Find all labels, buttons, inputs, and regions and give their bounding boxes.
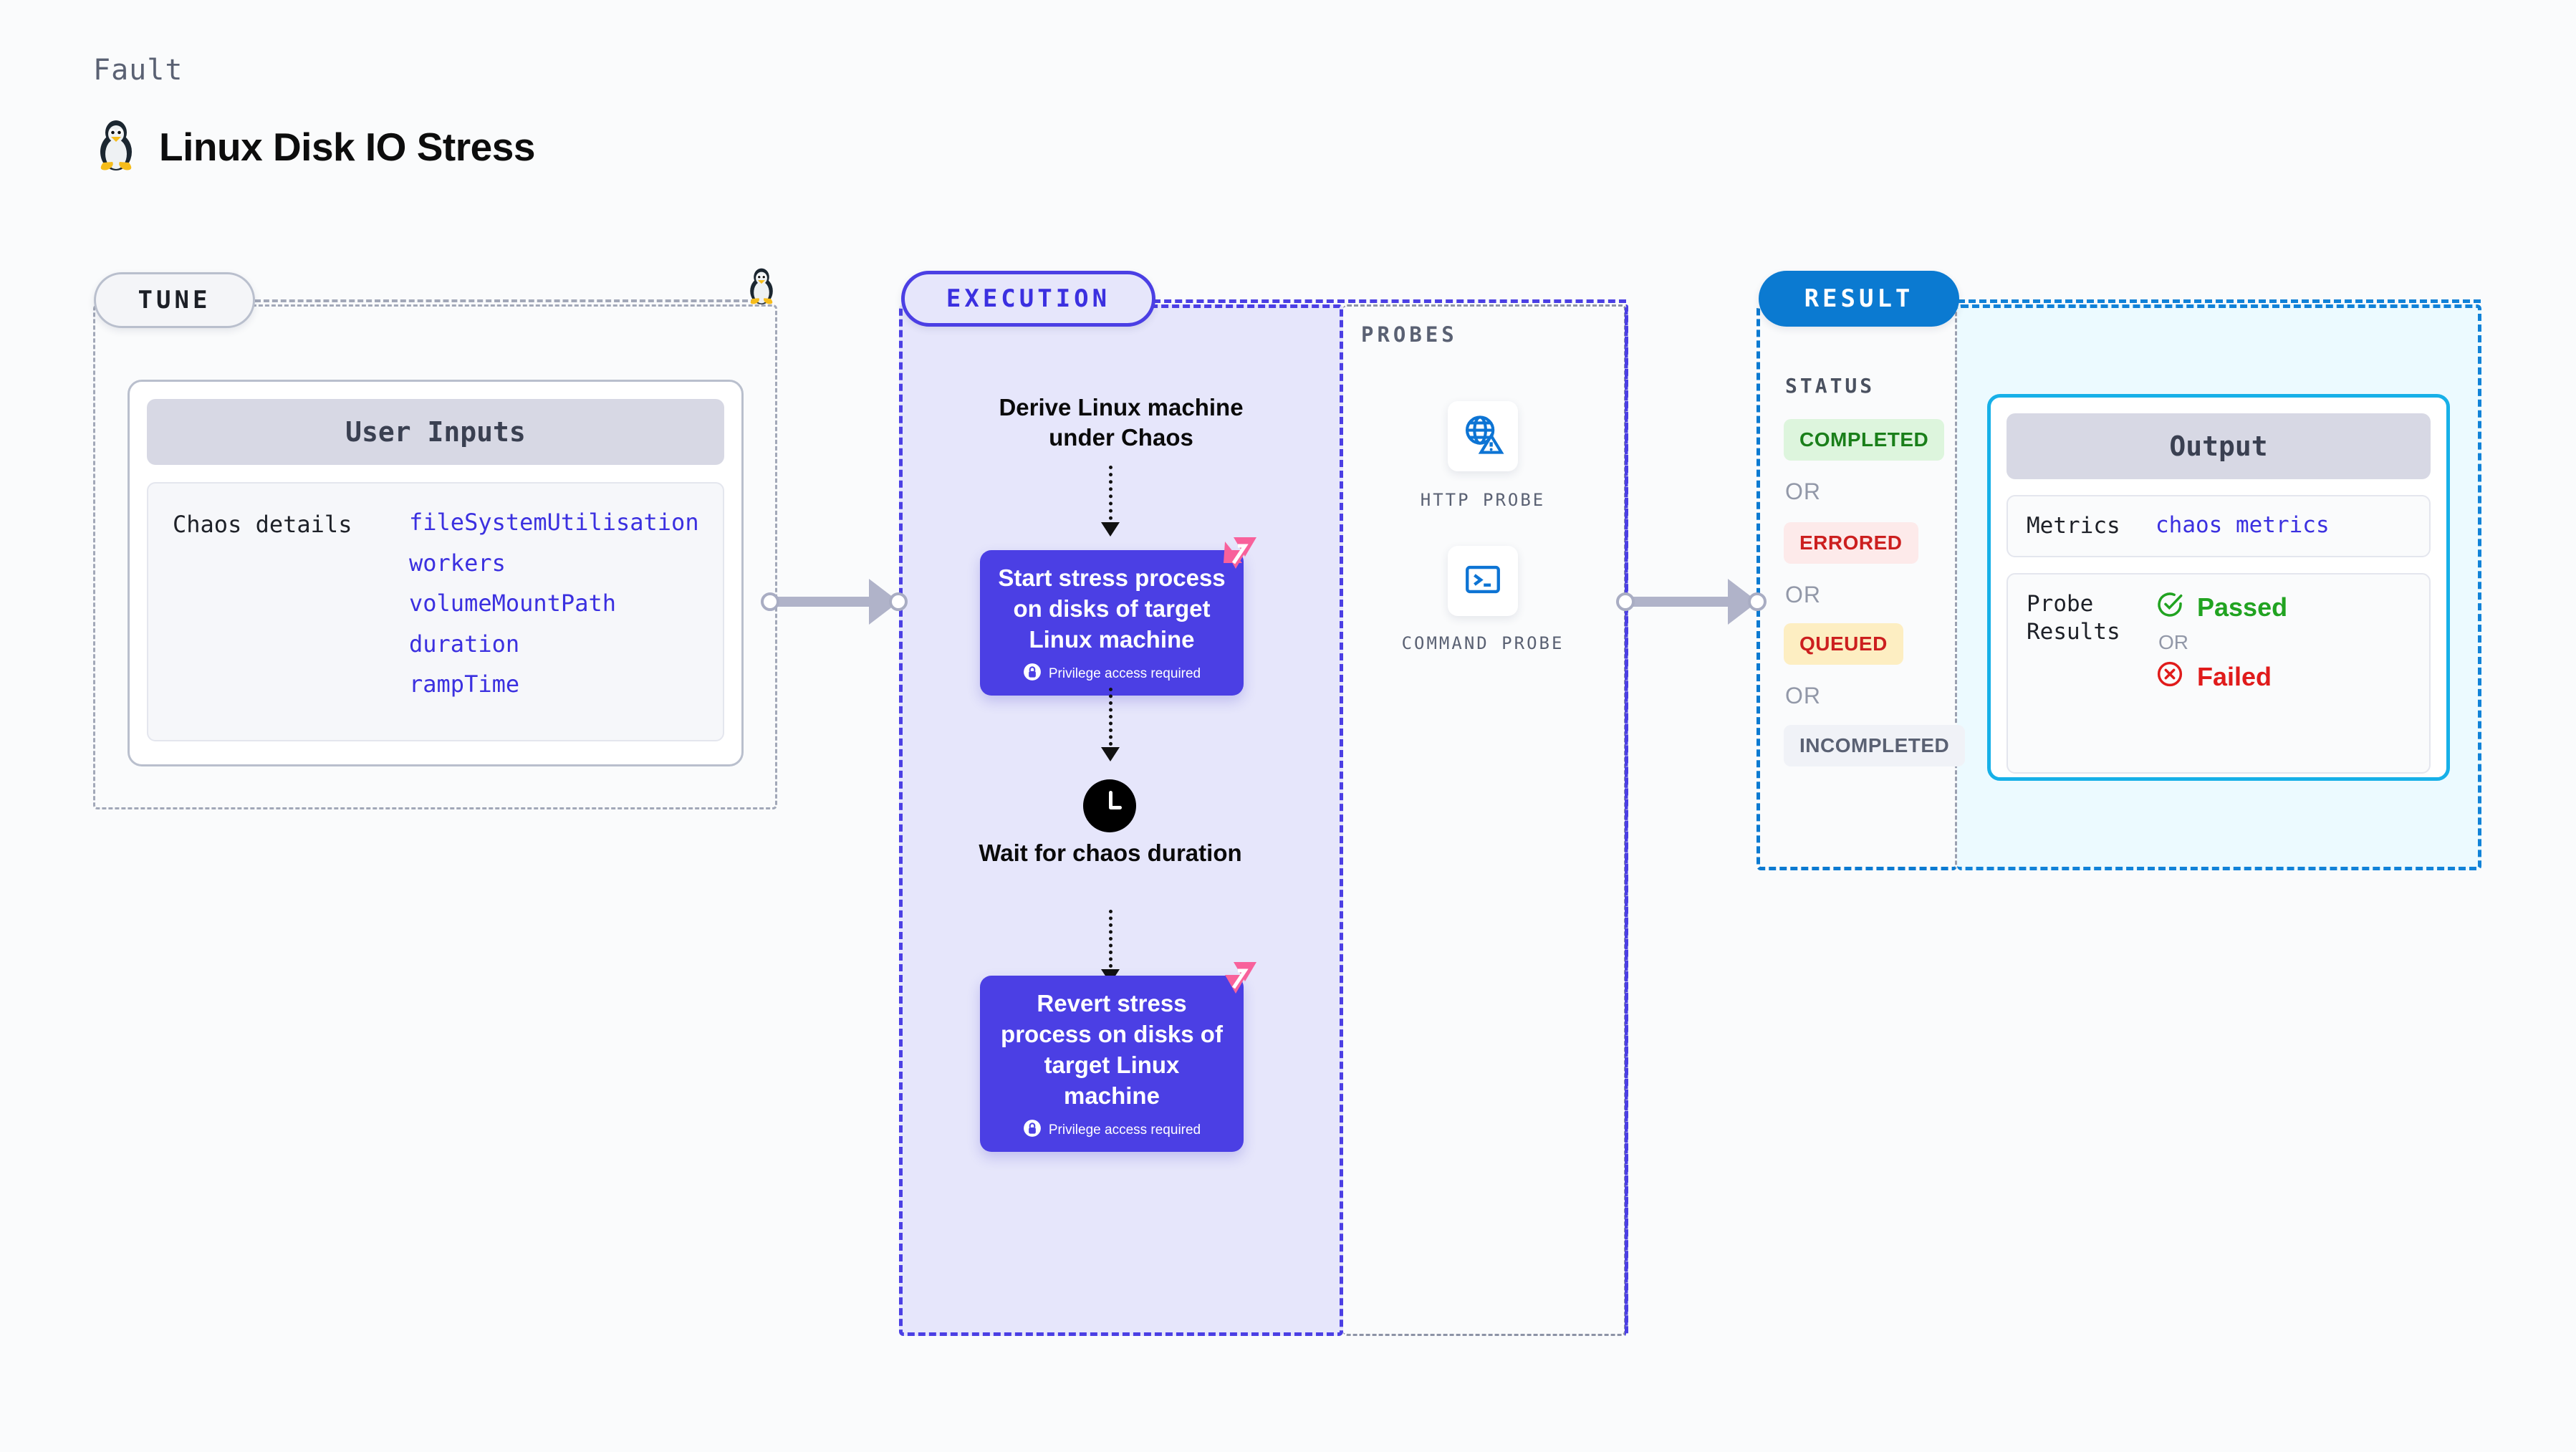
lock-icon xyxy=(1023,1119,1042,1142)
tune-panel xyxy=(93,304,777,809)
user-inputs-header: User Inputs xyxy=(147,399,724,465)
probe-result-passed: Passed xyxy=(2156,590,2287,625)
probes-panel-right-border xyxy=(1624,304,1628,1336)
probe-caption-http: HTTP PROBE xyxy=(1420,490,1546,510)
check-circle-icon xyxy=(2156,590,2184,625)
chaos-details-row: Chaos details fileSystemUtilisation work… xyxy=(147,482,724,741)
connector-end-dot xyxy=(889,592,908,611)
status-badge-queued: QUEUED xyxy=(1784,623,1903,665)
execution-top-dash xyxy=(1153,299,1626,303)
chaos-details-label: Chaos details xyxy=(173,511,352,538)
input-param[interactable]: rampTime xyxy=(409,670,520,698)
probe-tile-command[interactable] xyxy=(1448,546,1518,616)
litmus-logo-icon xyxy=(1218,533,1262,574)
execution-step-start-stress-box[interactable]: Start stress process on disks of target … xyxy=(980,550,1244,696)
probe-failed-label: Failed xyxy=(2197,662,2272,692)
probes-section-label: PROBES xyxy=(1361,322,1458,347)
globe-warning-icon xyxy=(1461,413,1505,461)
input-param[interactable]: volumeMountPath xyxy=(409,590,616,617)
metrics-label: Metrics xyxy=(2027,513,2120,539)
output-card: Output Metrics chaos metrics Probe Resul… xyxy=(1987,394,2450,781)
connector-start-dot xyxy=(1616,592,1635,611)
probe-tile-http[interactable] xyxy=(1448,401,1518,471)
flow-arrow xyxy=(1101,466,1120,537)
connector-bar xyxy=(1632,597,1732,607)
probe-results-values: Passed OR Failed xyxy=(2156,590,2287,695)
chaos-details-values: fileSystemUtilisation workers volumeMoun… xyxy=(409,509,699,713)
tune-linux-tux-icon xyxy=(745,266,778,309)
step-title: Revert stress process on disks of target… xyxy=(1001,990,1223,1109)
flow-arrow xyxy=(1101,910,1120,984)
page-title-row: Linux Disk IO Stress xyxy=(93,118,535,175)
user-inputs-card: User Inputs Chaos details fileSystemUtil… xyxy=(128,380,744,766)
execution-pill-label: EXECUTION xyxy=(946,284,1111,313)
input-param[interactable]: workers xyxy=(409,549,506,577)
execution-step-derive-text: Derive Linux machine under Chaos xyxy=(999,394,1244,451)
tune-to-execution-connector xyxy=(761,579,908,625)
result-status-panel xyxy=(1756,304,1957,870)
output-card-header: Output xyxy=(2007,413,2431,479)
tune-pill[interactable]: TUNE xyxy=(94,272,255,328)
status-badge-incompleted: INCOMPLETED xyxy=(1784,725,1966,766)
status-badge-completed: COMPLETED xyxy=(1784,419,1945,461)
or-separator: OR xyxy=(2158,630,2188,653)
terminal-icon xyxy=(1462,559,1504,604)
execution-step-revert-stress-box[interactable]: Revert stress process on disks of target… xyxy=(980,976,1244,1152)
step-sub-label: Privilege access required xyxy=(1048,1122,1201,1138)
probe-results-label: Probe Results xyxy=(2027,590,2120,645)
litmus-logo-icon xyxy=(1218,958,1262,999)
lock-icon xyxy=(1023,663,1042,686)
or-separator: OR xyxy=(1785,479,1821,504)
execution-step-wait-text: Wait for chaos duration xyxy=(979,840,1242,866)
or-separator: OR xyxy=(1785,582,1821,607)
result-top-dash xyxy=(1958,299,2481,303)
flow-arrow xyxy=(1101,688,1120,761)
page-kicker: Fault xyxy=(93,54,183,87)
execution-pill[interactable]: EXECUTION xyxy=(901,271,1155,327)
connector-start-dot xyxy=(761,592,779,611)
step-sub-label: Privilege access required xyxy=(1048,665,1201,681)
step-subtitle: Privilege access required xyxy=(996,663,1228,686)
input-param[interactable]: fileSystemUtilisation xyxy=(409,509,699,536)
x-circle-icon xyxy=(2156,660,2184,695)
or-separator: OR xyxy=(1785,683,1821,708)
connector-end-dot xyxy=(1748,592,1767,611)
probes-panel xyxy=(1343,304,1626,1336)
clock-icon xyxy=(1083,779,1136,832)
step-title: Start stress process on disks of target … xyxy=(998,564,1226,653)
metrics-row: Metrics chaos metrics xyxy=(2007,495,2431,557)
linux-tux-icon xyxy=(93,118,139,175)
metrics-value[interactable]: chaos metrics xyxy=(2156,512,2330,538)
status-section-label: STATUS xyxy=(1785,374,1875,398)
step-subtitle: Privilege access required xyxy=(996,1119,1228,1142)
probe-caption-command: COMMAND PROBE xyxy=(1401,633,1565,653)
probe-passed-label: Passed xyxy=(2197,592,2288,622)
status-badge-errored: ERRORED xyxy=(1784,522,1918,564)
tune-top-dash xyxy=(255,299,756,302)
page-title: Linux Disk IO Stress xyxy=(159,124,535,169)
result-pill-label: RESULT xyxy=(1804,284,1914,313)
connector-bar xyxy=(777,597,873,607)
execution-to-result-connector xyxy=(1616,579,1767,625)
tune-pill-label: TUNE xyxy=(138,286,211,314)
probe-result-failed: Failed xyxy=(2156,660,2287,695)
input-param[interactable]: duration xyxy=(409,630,520,658)
probe-results-row: Probe Results Passed OR xyxy=(2007,572,2431,774)
result-pill[interactable]: RESULT xyxy=(1759,271,1959,327)
